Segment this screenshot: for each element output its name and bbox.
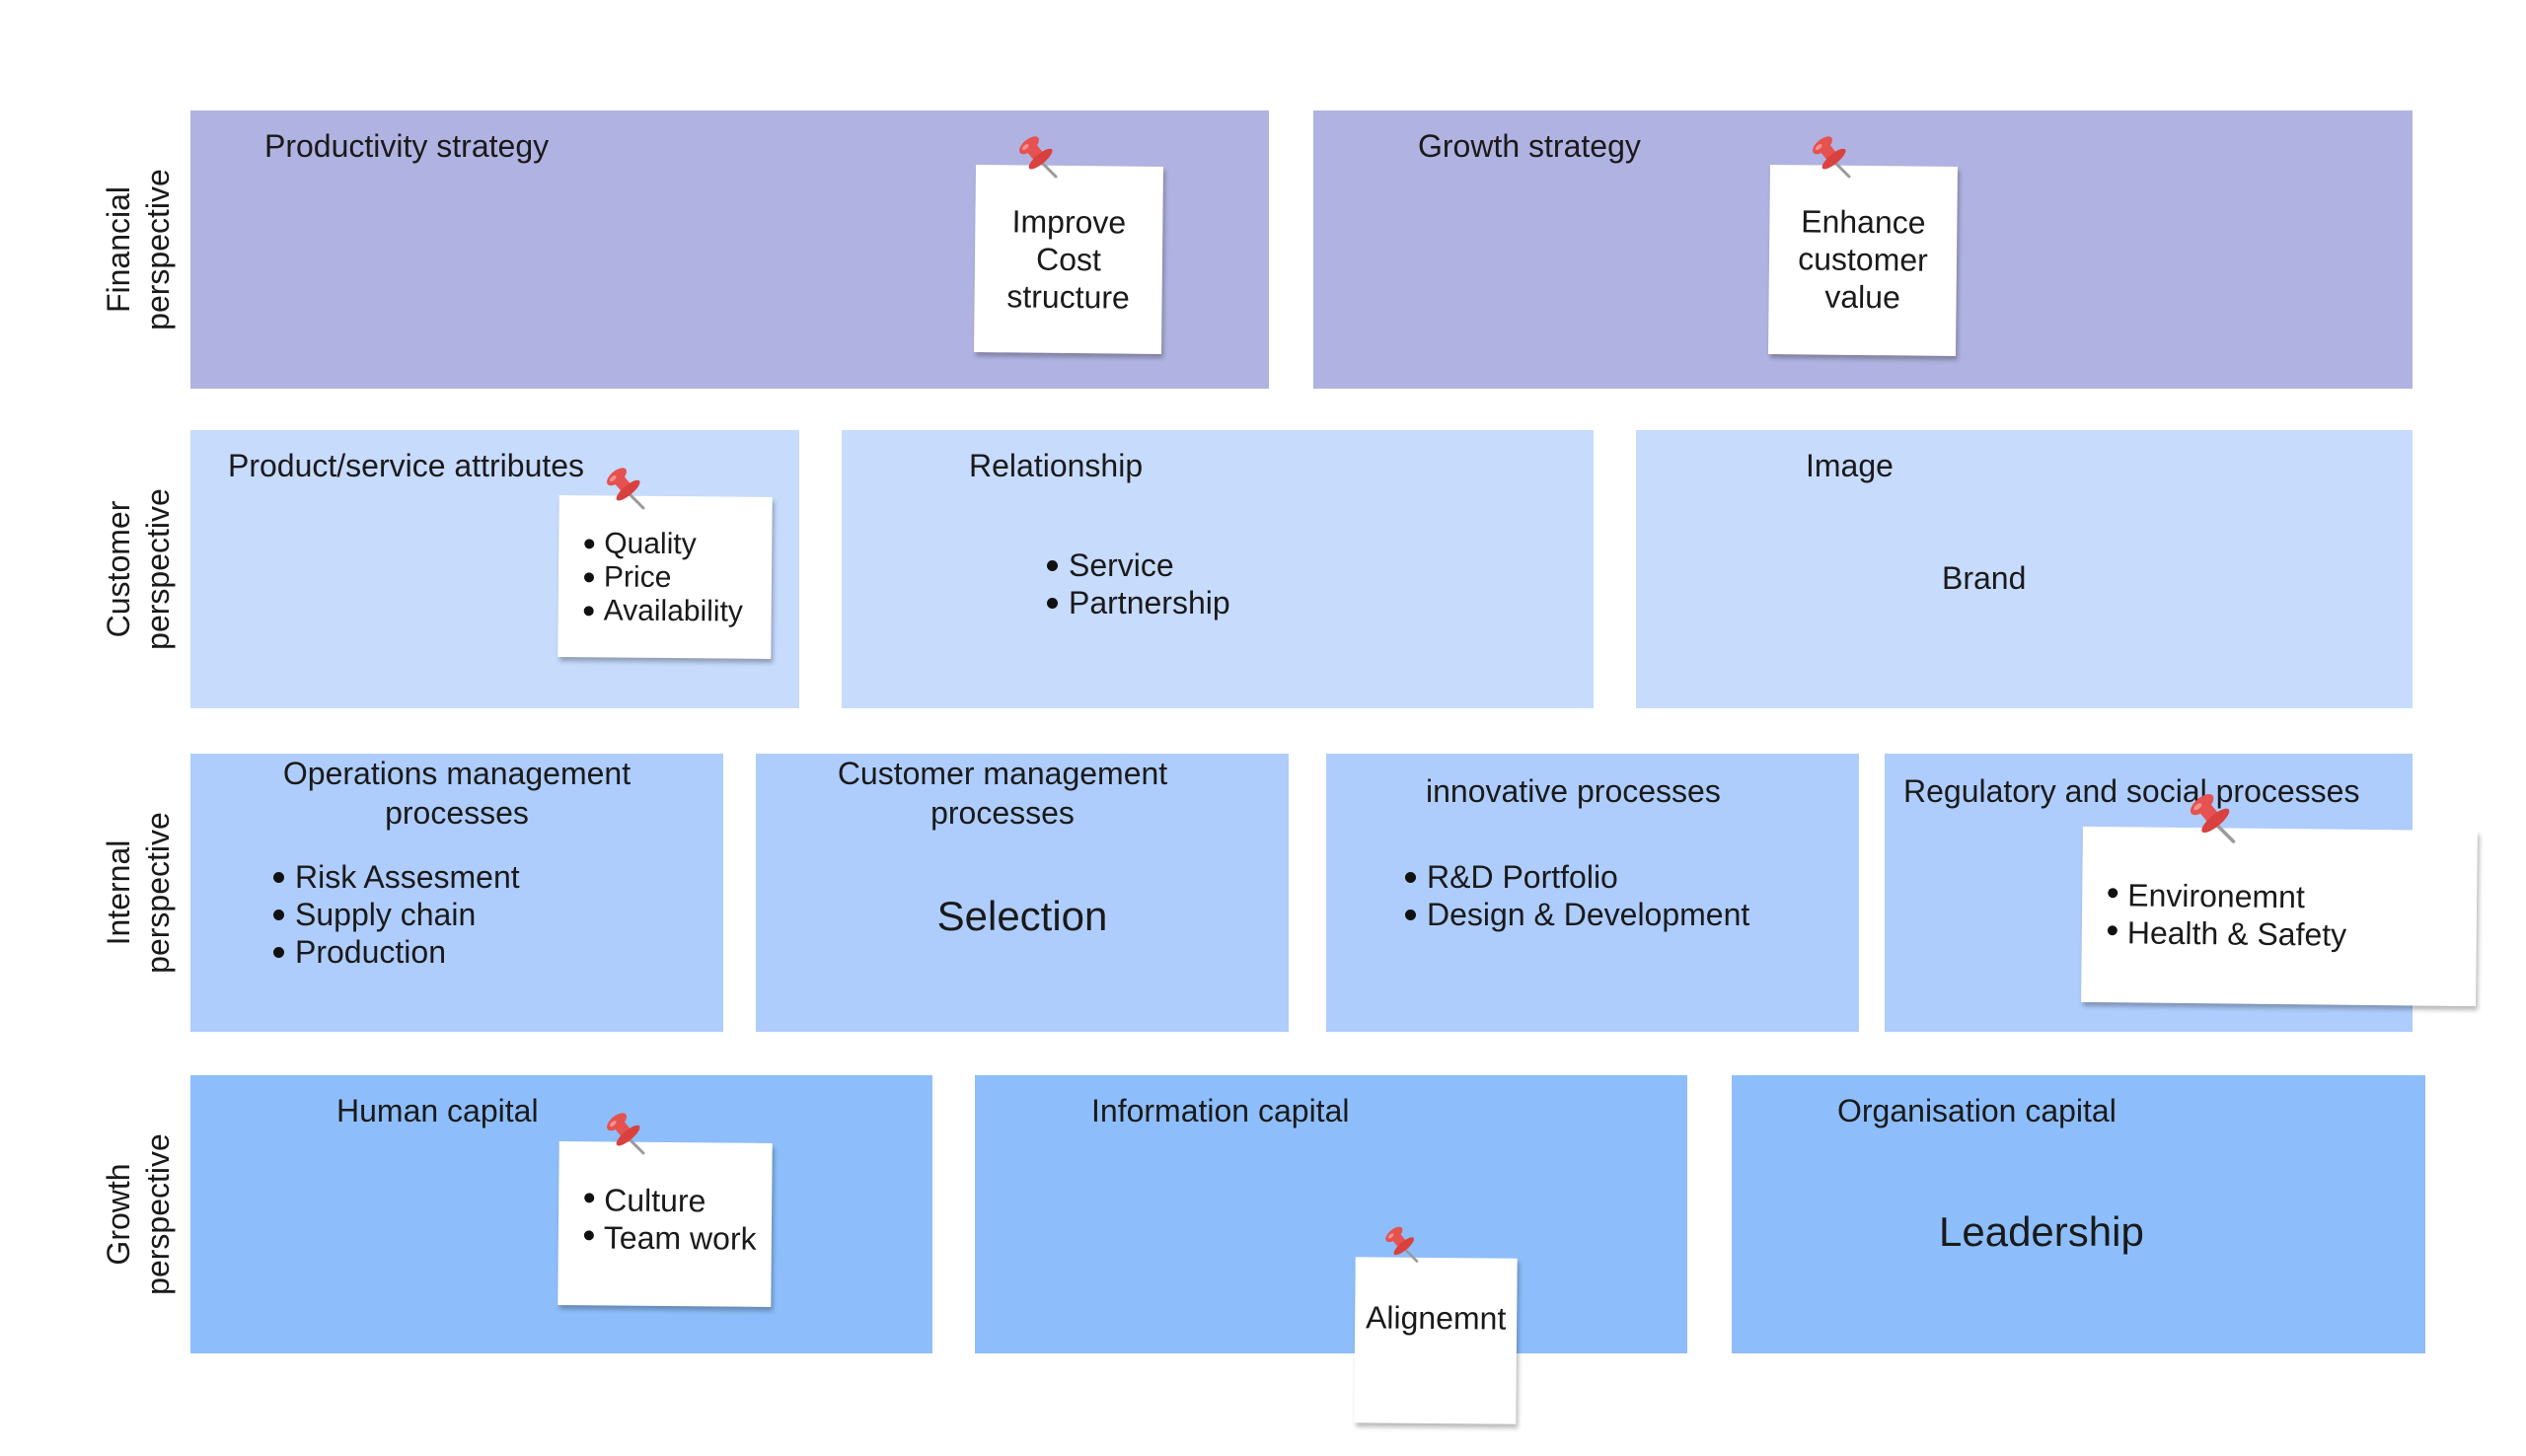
growth-strategy-title: Growth strategy — [1418, 128, 1641, 164]
pushpin-icon — [602, 464, 657, 519]
customer-management-title: Customer management processes — [837, 756, 1168, 831]
list-item: Risk Assesment — [273, 858, 520, 896]
human-capital-note: Culture Team work — [557, 1141, 773, 1307]
productivity-strategy-title: Productivity strategy — [264, 128, 550, 164]
image-title: Image — [1806, 448, 1894, 483]
pushpin-icon — [2185, 789, 2250, 854]
operations-management-title: Operations management processes — [282, 756, 632, 831]
list-item: R&D Portfolio — [1405, 858, 1749, 896]
list-item: Team work — [584, 1218, 757, 1258]
improve-cost-structure-note: Improve Cost structure — [974, 165, 1163, 354]
human-capital-title: Human capital — [336, 1093, 539, 1128]
selection-text: Selection — [936, 893, 1108, 939]
information-capital-box: Information capital — [975, 1075, 1687, 1353]
list-item: Availability — [584, 594, 743, 628]
organisation-capital-title: Organisation capital — [1837, 1093, 2117, 1128]
list-item: Partnership — [1047, 584, 1230, 621]
row-label-financial: Financial perspective — [101, 169, 177, 330]
list-item: Design & Development — [1405, 896, 1749, 933]
pushpin-icon — [1808, 132, 1863, 187]
alignment-note: Alignemnt — [1354, 1257, 1518, 1424]
list-item: Quality — [584, 527, 743, 561]
list-item: Health & Safety — [2108, 913, 2347, 954]
row-label-internal: Internal perspective — [101, 812, 177, 974]
list-item: Production — [273, 933, 520, 971]
row-label-growth: Growth perspective — [101, 1133, 177, 1295]
pushpin-icon — [1014, 132, 1070, 187]
list-item: Price — [584, 560, 743, 595]
pushpin-icon — [602, 1109, 657, 1164]
regulatory-note: Environemnt Health & Safety — [2081, 826, 2478, 1007]
image-box: Image Brand — [1636, 430, 2413, 708]
row-label-customer: Customer perspective — [101, 488, 177, 650]
innovative-processes-box: innovative processes R&D Portfolio Desig… — [1326, 754, 1859, 1032]
enhance-customer-value-note: Enhance customer value — [1767, 165, 1959, 356]
list-item: Culture — [584, 1181, 757, 1220]
list-item: Service — [1047, 546, 1230, 584]
relationship-title: Relationship — [969, 448, 1144, 483]
leadership-text: Leadership — [1939, 1208, 2144, 1255]
relationship-box: Relationship Service Partnership — [842, 430, 1594, 708]
customer-management-box: Customer management processes Selection — [756, 754, 1289, 1032]
innovative-processes-title: innovative processes — [1426, 773, 1721, 809]
operations-management-box: Operations management processes Risk Ass… — [190, 754, 723, 1032]
list-item: Environemnt — [2108, 876, 2347, 916]
information-capital-title: Information capital — [1091, 1093, 1350, 1128]
product-service-attributes-title: Product/service attributes — [228, 448, 585, 483]
list-item: Supply chain — [273, 896, 520, 933]
attributes-note: Quality Price Availability — [557, 495, 773, 659]
organisation-capital-box: Organisation capital Leadership — [1732, 1075, 2425, 1353]
pushpin-icon — [1381, 1223, 1429, 1271]
regulatory-social-title: Regulatory and social processes — [1903, 773, 2360, 809]
brand-text: Brand — [1942, 560, 2027, 596]
